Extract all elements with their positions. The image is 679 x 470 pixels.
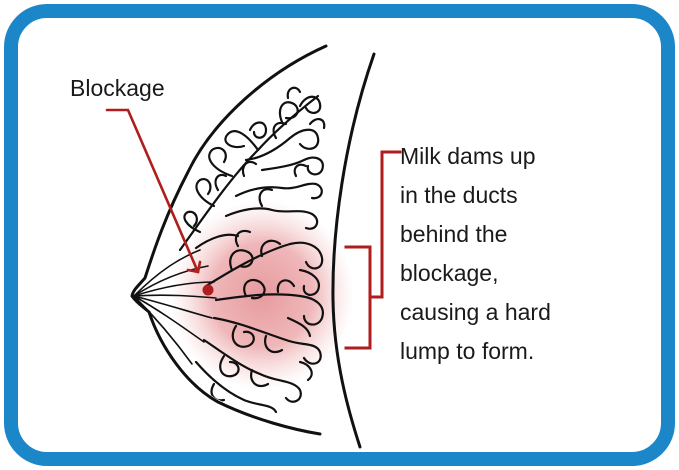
explanation-line: lump to form. <box>400 338 534 364</box>
explanation-line: Milk dams up <box>400 143 535 169</box>
explanation-line: in the ducts <box>400 182 518 208</box>
blockage-dot <box>203 285 214 296</box>
blockage-label: Blockage <box>70 75 165 101</box>
explanation-line: behind the <box>400 221 507 247</box>
explanation-line: blockage, <box>400 260 498 286</box>
explanation-line: causing a hard <box>400 299 551 325</box>
